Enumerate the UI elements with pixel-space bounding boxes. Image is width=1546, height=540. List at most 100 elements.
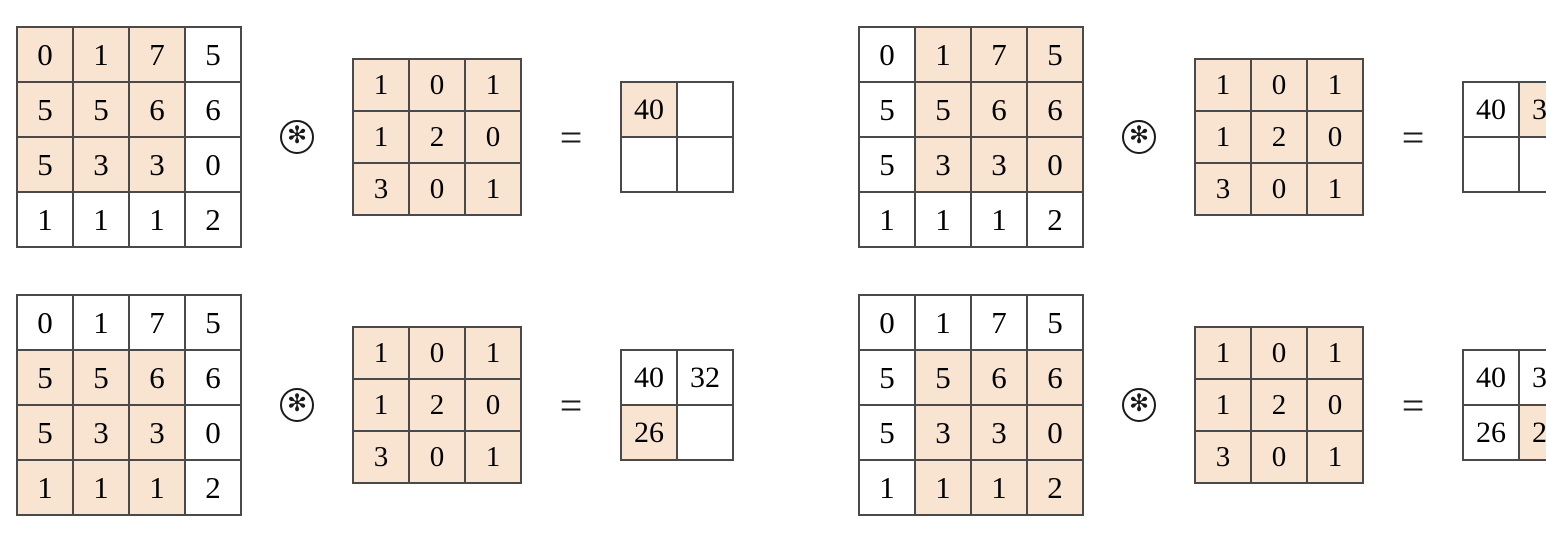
input-matrix-cell-r2-c2: 3 xyxy=(130,406,184,459)
input-matrix-cell-r1-c0: 5 xyxy=(860,351,914,404)
output-matrix: 40322625 xyxy=(1462,349,1546,461)
input-matrix-cell-r2-c2: 3 xyxy=(972,406,1026,459)
equals-operator-icon: = xyxy=(559,382,583,428)
input-matrix-cell-r3-c2: 1 xyxy=(972,461,1026,514)
input-matrix-cell-r0-c0: 0 xyxy=(860,28,914,81)
kernel-matrix-cell-r2-c2: 1 xyxy=(466,164,520,214)
output-matrix-cell-r1-c1 xyxy=(678,138,732,191)
input-matrix-cell-r0-c3: 5 xyxy=(186,28,240,81)
input-matrix-cell-r0-c0: 0 xyxy=(860,296,914,349)
input-matrix-cell-r3-c1: 1 xyxy=(74,461,128,514)
input-matrix-cell-r0-c2: 7 xyxy=(972,28,1026,81)
input-matrix-cell-r1-c3: 6 xyxy=(1028,83,1082,136)
output-matrix-cell-r0-c0: 40 xyxy=(1464,351,1518,404)
input-matrix-cell-r3-c2: 1 xyxy=(130,193,184,246)
kernel-matrix-cell-r0-c2: 1 xyxy=(466,60,520,110)
kernel-matrix-cell-r2-c1: 0 xyxy=(410,164,464,214)
kernel-matrix-cell-r2-c1: 0 xyxy=(410,432,464,482)
input-matrix-cell-r1-c2: 6 xyxy=(130,351,184,404)
convolution-operator-icon: ✻ xyxy=(1122,388,1156,422)
input-matrix-cell-r1-c2: 6 xyxy=(130,83,184,136)
input-matrix-cell-r2-c0: 5 xyxy=(18,406,72,459)
input-matrix-cell-r2-c1: 3 xyxy=(916,138,970,191)
input-matrix-cell-r3-c1: 1 xyxy=(916,193,970,246)
input-matrix-cell-r0-c2: 7 xyxy=(130,28,184,81)
input-matrix-cell-r3-c0: 1 xyxy=(860,193,914,246)
kernel-matrix-cell-r1-c2: 0 xyxy=(466,380,520,430)
output-matrix-cell-r1-c0: 26 xyxy=(1464,406,1518,459)
input-matrix-cell-r0-c1: 1 xyxy=(916,296,970,349)
input-matrix-cell-r1-c0: 5 xyxy=(18,83,72,136)
output-matrix: 40 xyxy=(620,81,734,193)
kernel-matrix-cell-r2-c1: 0 xyxy=(1252,432,1306,482)
convolution-operator-icon: ✻ xyxy=(1122,120,1156,154)
input-matrix-cell-r2-c3: 0 xyxy=(1028,406,1082,459)
kernel-matrix-cell-r0-c2: 1 xyxy=(1308,328,1362,378)
output-matrix-cell-r0-c1 xyxy=(678,83,732,136)
input-matrix-cell-r1-c0: 5 xyxy=(860,83,914,136)
input-matrix-cell-r1-c3: 6 xyxy=(1028,351,1082,404)
input-matrix-cell-r3-c3: 2 xyxy=(186,193,240,246)
input-matrix-cell-r3-c0: 1 xyxy=(18,461,72,514)
output-matrix-cell-r1-c1: 25 xyxy=(1520,406,1546,459)
kernel-matrix-cell-r0-c0: 1 xyxy=(354,60,408,110)
input-matrix-cell-r1-c1: 5 xyxy=(916,83,970,136)
input-matrix-cell-r0-c3: 5 xyxy=(1028,296,1082,349)
input-matrix-cell-r1-c1: 5 xyxy=(916,351,970,404)
kernel-matrix-cell-r0-c0: 1 xyxy=(1196,60,1250,110)
output-matrix-cell-r1-c0 xyxy=(622,138,676,191)
kernel-matrix-cell-r0-c1: 0 xyxy=(410,60,464,110)
input-matrix-cell-r3-c2: 1 xyxy=(972,193,1026,246)
kernel-matrix-cell-r1-c0: 1 xyxy=(1196,112,1250,162)
input-matrix-cell-r3-c0: 1 xyxy=(860,461,914,514)
input-matrix-cell-r1-c2: 6 xyxy=(972,83,1026,136)
kernel-matrix-cell-r0-c2: 1 xyxy=(1308,60,1362,110)
output-matrix-cell-r0-c1: 32 xyxy=(678,351,732,404)
kernel-matrix-cell-r1-c0: 1 xyxy=(354,112,408,162)
convolution-operator-icon: ✻ xyxy=(280,388,314,422)
equals-operator-icon: = xyxy=(559,114,583,160)
kernel-matrix-cell-r1-c1: 2 xyxy=(410,112,464,162)
input-matrix-cell-r2-c0: 5 xyxy=(18,138,72,191)
kernel-matrix-cell-r0-c0: 1 xyxy=(354,328,408,378)
input-matrix-cell-r3-c0: 1 xyxy=(18,193,72,246)
input-matrix-cell-r2-c2: 3 xyxy=(130,138,184,191)
input-matrix-cell-r0-c0: 0 xyxy=(18,296,72,349)
output-matrix-cell-r0-c1: 32 xyxy=(1520,83,1546,136)
output-matrix-cell-r1-c0: 26 xyxy=(622,406,676,459)
input-matrix-cell-r2-c3: 0 xyxy=(1028,138,1082,191)
input-matrix-cell-r1-c0: 5 xyxy=(18,351,72,404)
kernel-matrix-cell-r1-c0: 1 xyxy=(1196,380,1250,430)
kernel-matrix-cell-r2-c2: 1 xyxy=(1308,164,1362,214)
kernel-matrix-cell-r0-c0: 1 xyxy=(1196,328,1250,378)
output-matrix-cell-r0-c0: 40 xyxy=(622,351,676,404)
input-matrix-cell-r1-c2: 6 xyxy=(972,351,1026,404)
input-matrix-cell-r0-c2: 7 xyxy=(130,296,184,349)
input-matrix-cell-r0-c3: 5 xyxy=(1028,28,1082,81)
input-matrix-cell-r3-c1: 1 xyxy=(74,193,128,246)
input-matrix-cell-r0-c2: 7 xyxy=(972,296,1026,349)
input-matrix-cell-r0-c1: 1 xyxy=(916,28,970,81)
kernel-matrix-cell-r2-c0: 3 xyxy=(1196,164,1250,214)
input-matrix-cell-r3-c1: 1 xyxy=(916,461,970,514)
input-matrix-cell-r0-c1: 1 xyxy=(74,28,128,81)
kernel-matrix-cell-r1-c1: 2 xyxy=(410,380,464,430)
input-matrix-cell-r3-c2: 1 xyxy=(130,461,184,514)
input-matrix-cell-r0-c1: 1 xyxy=(74,296,128,349)
input-matrix-cell-r3-c3: 2 xyxy=(186,461,240,514)
output-matrix-cell-r0-c0: 40 xyxy=(1464,83,1518,136)
input-matrix-cell-r1-c1: 5 xyxy=(74,83,128,136)
output-matrix-cell-r1-c1 xyxy=(678,406,732,459)
input-matrix-cell-r2-c3: 0 xyxy=(186,406,240,459)
output-matrix-cell-r0-c1: 32 xyxy=(1520,351,1546,404)
input-matrix-cell-r3-c3: 2 xyxy=(1028,193,1082,246)
